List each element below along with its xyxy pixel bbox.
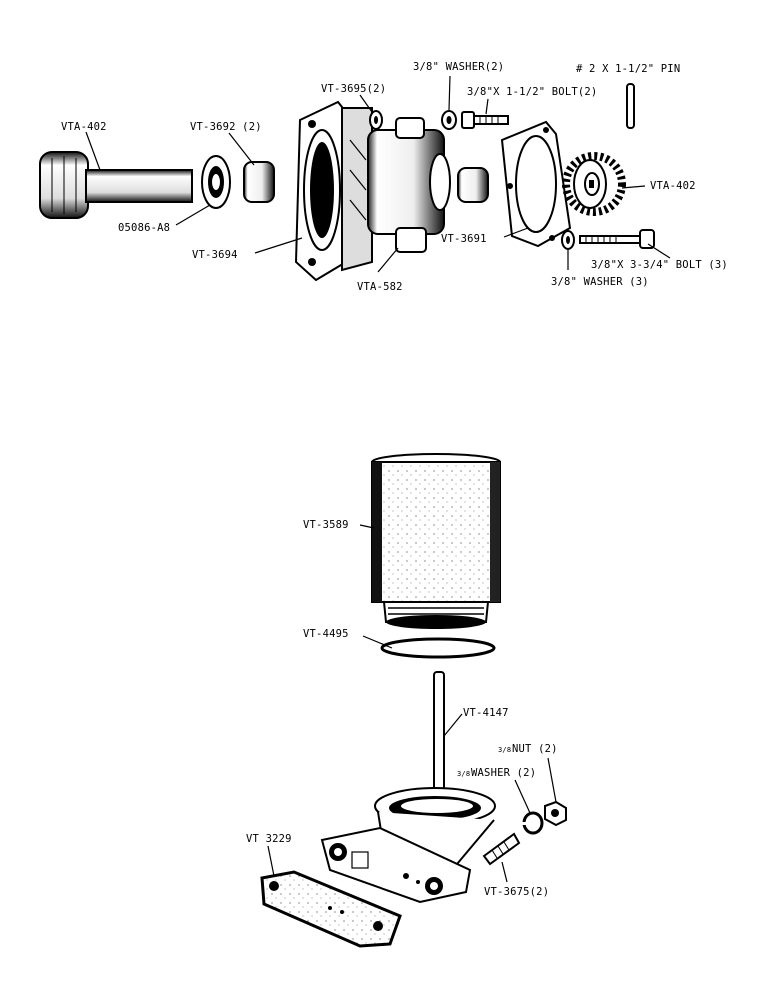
label-bolt-long: 3/8"X 3-3/4" BOLT (3) [591, 259, 728, 271]
washer-top-part [441, 110, 457, 130]
washer-bottom-part [561, 230, 575, 250]
label-vt-3695: VT-3695(2) [321, 83, 386, 95]
gasket-upper-part [500, 120, 572, 248]
nut-part [544, 800, 567, 827]
label-vt-3675: VT-3675(2) [484, 886, 549, 898]
cover-plate-part [294, 100, 347, 282]
label-vt-3589: VT-3589 [303, 519, 349, 531]
label-vta-402-right: VTA-402 [650, 180, 696, 192]
label-vt-4495: VT-4495 [303, 628, 349, 640]
lower-filter-assembly: VT-3589 VT-4495 VT-4147 3/8 NUT (2) 3/8 … [246, 453, 567, 948]
base-housing-part [320, 787, 496, 904]
washer-lower-part [522, 811, 544, 835]
label-05086-a8: 05086-A8 [118, 222, 170, 234]
filter-cartridge-part [371, 453, 501, 629]
lower-leader-lines [267, 524, 557, 883]
bolt-short-part [461, 111, 509, 129]
label-washer: WASHER (2) [471, 767, 536, 779]
pin-part [626, 83, 635, 129]
label-vta-582: VTA-582 [357, 281, 403, 293]
label-vt-3694: VT-3694 [192, 249, 238, 261]
gasket-lower-part [260, 870, 402, 948]
label-nut-fraction: 3/8 [498, 746, 511, 754]
seal-ring-part [380, 637, 496, 659]
label-pin: # 2 X 1-1/2" PIN [576, 63, 680, 75]
gear-right-part [562, 152, 626, 216]
label-washer-bottom: 3/8" WASHER (3) [551, 276, 649, 288]
label-vt-4147: VT-4147 [463, 707, 509, 719]
upper-leader-lines [85, 75, 671, 273]
bushing-right-part [457, 167, 489, 203]
label-vt-3692: VT-3692 (2) [190, 121, 262, 133]
label-bolt-short: 3/8"X 1-1/2" BOLT(2) [467, 86, 597, 98]
label-nut: NUT (2) [512, 743, 558, 755]
bushing-part [243, 161, 275, 203]
shaft-gear-part [39, 151, 193, 219]
label-vt-3691: VT-3691 [441, 233, 487, 245]
upper-pump-assembly: VTA-402 VT-3692 (2) 05086-A8 VT-3694 VT-… [39, 61, 728, 293]
label-vt-3229: VT 3229 [246, 833, 292, 845]
screw-top-part [369, 110, 383, 130]
label-vta-402-left: VTA-402 [61, 121, 107, 133]
bolt-long-part [579, 229, 655, 249]
pump-body-part [341, 107, 451, 272]
bearing-part [201, 155, 231, 209]
stud-part [482, 832, 521, 866]
label-washer-top: 3/8" WASHER(2) [413, 61, 504, 73]
label-washer-fraction: 3/8 [457, 770, 470, 778]
